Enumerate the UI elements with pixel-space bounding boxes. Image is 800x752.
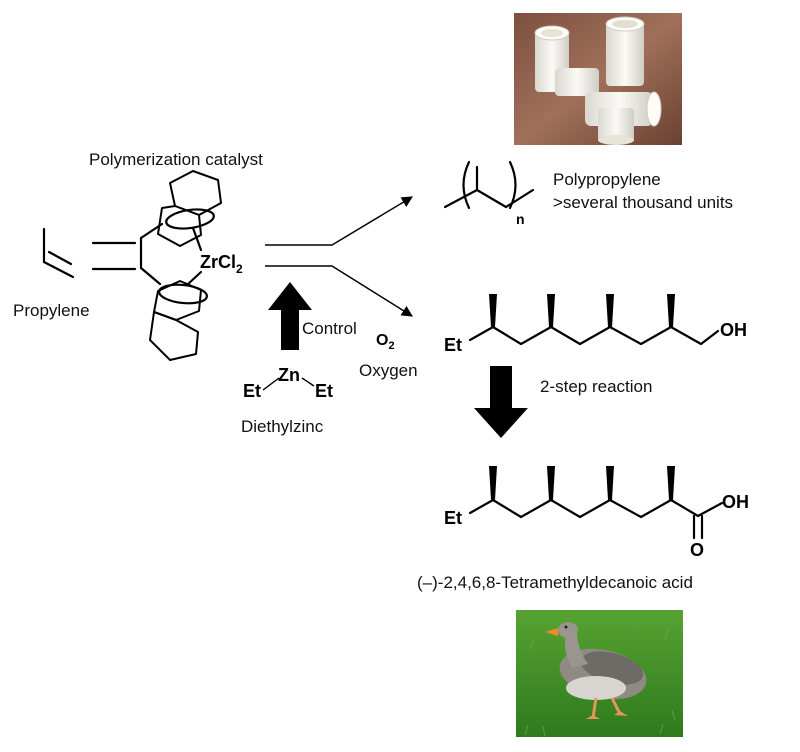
hydroxyl-label: OH	[720, 320, 747, 340]
catalyst-structure: ZrCl2	[139, 170, 243, 361]
polymer-subscript-n: n	[516, 211, 525, 227]
propylene-structure	[42, 227, 75, 279]
zinc-label: Zn	[278, 365, 300, 385]
pipes-photo	[514, 13, 682, 145]
control-arrow	[268, 282, 312, 350]
polypropylene-label: Polypropylene	[553, 170, 661, 189]
acid-ethyl-label: Et	[444, 508, 462, 528]
acid-structure: Et O OH	[444, 466, 749, 560]
catalyst-label: Polymerization catalyst	[89, 150, 263, 169]
path-to-polymer	[265, 196, 413, 246]
diethylzinc-label: Diethylzinc	[241, 417, 324, 436]
polypropylene-structure: n	[443, 160, 535, 227]
oxygen-label: Oxygen	[359, 361, 418, 380]
control-label: Control	[302, 319, 357, 338]
two-step-label: 2-step reaction	[540, 377, 652, 396]
goose-photo	[516, 610, 683, 737]
ethyl-left-label: Et	[243, 381, 261, 401]
product-label: (–)-2,4,6,8-Tetramethyldecanoic acid	[417, 573, 693, 592]
alcohol-ethyl-label: Et	[444, 335, 462, 355]
path-to-alcohol	[265, 265, 413, 317]
ethyl-right-label: Et	[315, 381, 333, 401]
two-step-arrow	[474, 366, 528, 438]
alcohol-structure: Et OH	[444, 294, 747, 355]
carbonyl-oxygen-label: O	[690, 540, 704, 560]
o2-formula: O2	[376, 332, 395, 352]
polypropylene-units-label: >several thousand units	[553, 193, 733, 212]
zirconium-label: ZrCl2	[200, 252, 243, 276]
propylene-label: Propylene	[13, 301, 90, 320]
diethylzinc-structure: Zn Et Et	[243, 365, 333, 401]
acid-hydroxyl-label: OH	[722, 492, 749, 512]
